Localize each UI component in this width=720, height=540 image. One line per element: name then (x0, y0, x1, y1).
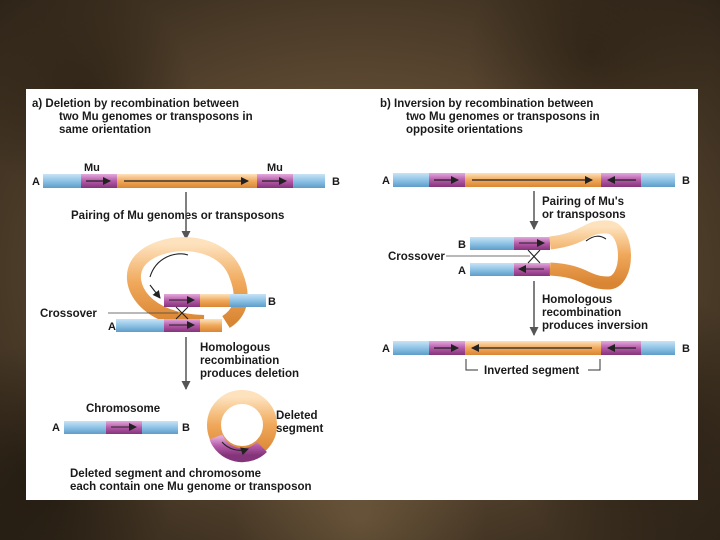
panel-b-title-2: two Mu genomes or transposons in (406, 111, 600, 123)
mu-label-right: Mu (267, 162, 283, 174)
b-loop-a-label: A (458, 265, 466, 277)
b-pairing-loop (549, 220, 631, 290)
inverted-segment-label: Inverted segment (484, 365, 579, 377)
looped-dna-a (108, 237, 266, 332)
result-a-2: recombination (200, 355, 279, 367)
b-final-b-label: B (682, 343, 690, 355)
result-b-3: produces inversion (542, 320, 648, 332)
pairing-loop (127, 237, 248, 329)
mu-recombination-diagram: a) Deletion by recombination between two… (32, 98, 690, 493)
chromosome-product (64, 421, 178, 434)
pairing-label: Pairing of Mu genomes or transposons (71, 210, 284, 222)
end-b-label: B (332, 176, 340, 188)
loop-b-label: B (268, 296, 276, 308)
panel-a: a) Deletion by recombination between two… (32, 98, 340, 493)
result-a-1: Homologous (200, 342, 270, 354)
b-end-b-label: B (682, 175, 690, 187)
panel-a-title-3: same orientation (59, 124, 151, 136)
panel-a-title-2: two Mu genomes or transposons in (59, 111, 253, 123)
loop-direction-arrow (149, 284, 161, 299)
crossover-label-b: Crossover (388, 251, 445, 263)
footer-a-1: Deleted segment and chromosome (70, 468, 261, 480)
end-a-label: A (32, 176, 40, 188)
panel-b-title-1: b) Inversion by recombination between (380, 98, 593, 110)
linear-dna-a (43, 174, 325, 188)
deleted-circle (207, 390, 277, 463)
panel-b: b) Inversion by recombination between tw… (380, 98, 690, 377)
host-dna-right (293, 174, 325, 188)
loop-host-bottom (116, 319, 164, 332)
chromosome-b-label: B (182, 422, 190, 434)
inverted-dna (393, 341, 675, 355)
chromosome-a-label: A (52, 422, 60, 434)
loop-a-label: A (108, 321, 116, 333)
b-final-a-label: A (382, 343, 390, 355)
b-pairing-2: or transposons (542, 209, 626, 221)
panel-a-title-1: a) Deletion by recombination between (32, 98, 239, 110)
result-b-1: Homologous (542, 294, 612, 306)
panel-b-title-3: opposite orientations (406, 124, 523, 136)
deleted-circle-mu (209, 434, 267, 463)
b-loop-b-label: B (458, 239, 466, 251)
linear-dna-b (393, 173, 675, 187)
footer-a-2: each contain one Mu genome or transposon (70, 481, 312, 493)
result-a-3: produces deletion (200, 368, 299, 380)
inverted-bracket-left (465, 359, 478, 371)
loop-host-top (230, 294, 266, 307)
b-pairing-1: Pairing of Mu's (542, 196, 624, 208)
host-dna-left (43, 174, 81, 188)
looped-dna-b (446, 220, 631, 290)
chromosome-label: Chromosome (86, 403, 160, 415)
result-b-2: recombination (542, 307, 621, 319)
deleted-label-1: Deleted (276, 410, 318, 422)
deleted-label-2: segment (276, 423, 323, 435)
crossover-label-a: Crossover (40, 308, 97, 320)
inverted-bracket-right (588, 359, 601, 371)
diagram-panel: a) Deletion by recombination between two… (26, 89, 698, 500)
mu-label-left: Mu (84, 162, 100, 174)
b-end-a-label: A (382, 175, 390, 187)
